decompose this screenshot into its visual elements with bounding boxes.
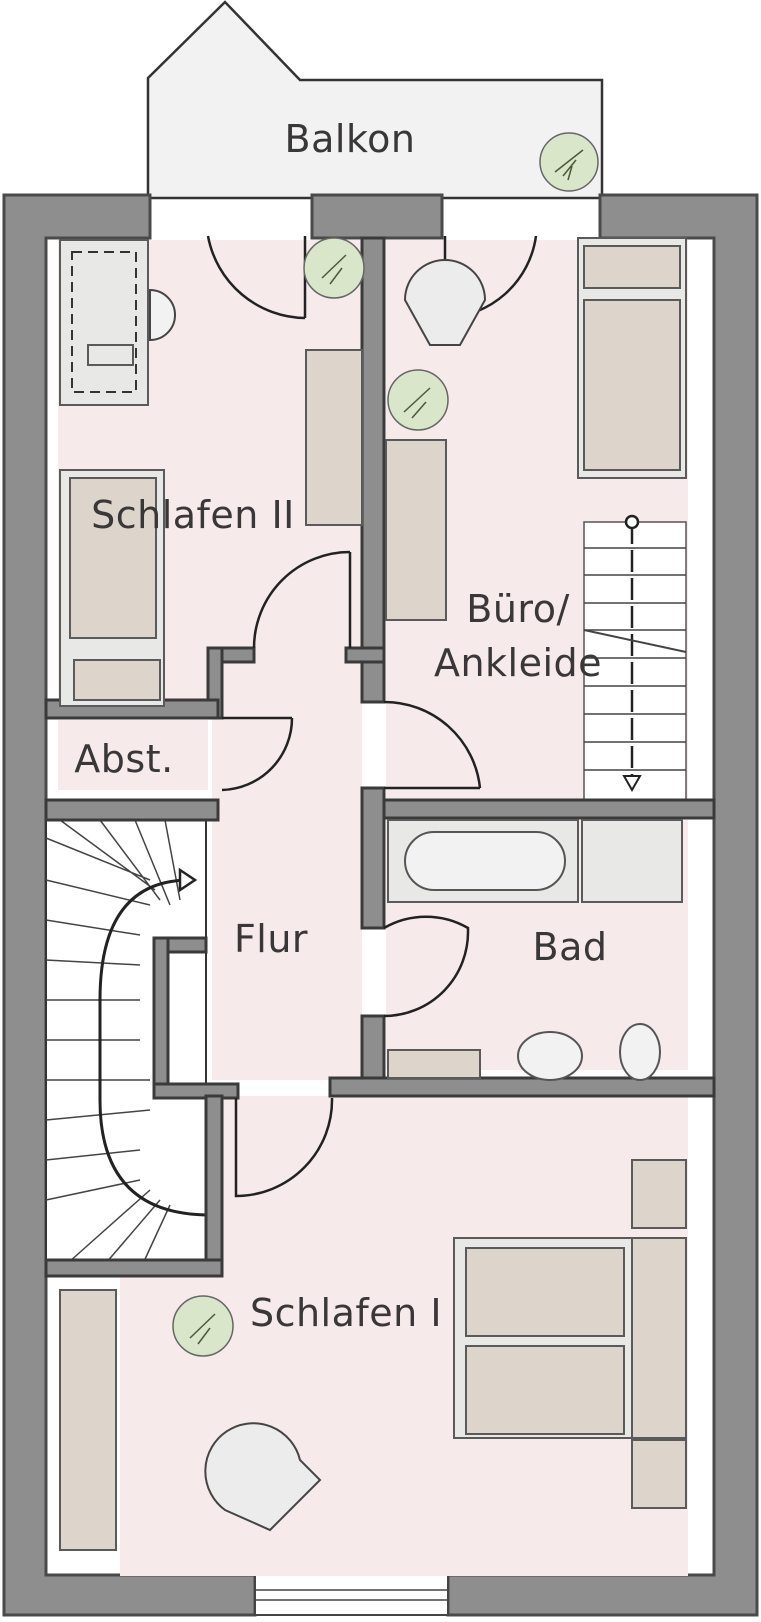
room-label-schlafen-1: Schlafen I xyxy=(250,1291,442,1335)
outer-walls xyxy=(2,193,759,1617)
plant-icon xyxy=(172,1295,234,1357)
furniture-schlafen-1 xyxy=(59,1159,687,1551)
room-label-balkon: Balkon xyxy=(285,117,416,161)
balcony: Balkon xyxy=(146,0,604,200)
plant-icon xyxy=(387,369,449,431)
room-label-bad: Bad xyxy=(533,925,608,969)
room-label-ankleide: Ankleide xyxy=(434,641,602,685)
furniture-bad xyxy=(387,819,683,1081)
staircase-right xyxy=(583,514,687,801)
plant-icon xyxy=(303,237,365,299)
inner-walls xyxy=(44,236,716,1278)
furniture-schlafen-2 xyxy=(59,239,363,707)
room-label-buero: Büro/ xyxy=(466,587,570,631)
spiral-staircase xyxy=(45,819,211,1271)
furniture-buero xyxy=(385,237,687,621)
plant-icon xyxy=(539,132,599,192)
room-label-flur: Flur xyxy=(234,917,308,961)
room-label-schlafen-2: Schlafen II xyxy=(91,493,295,537)
room-label-abst: Abst. xyxy=(74,737,173,781)
